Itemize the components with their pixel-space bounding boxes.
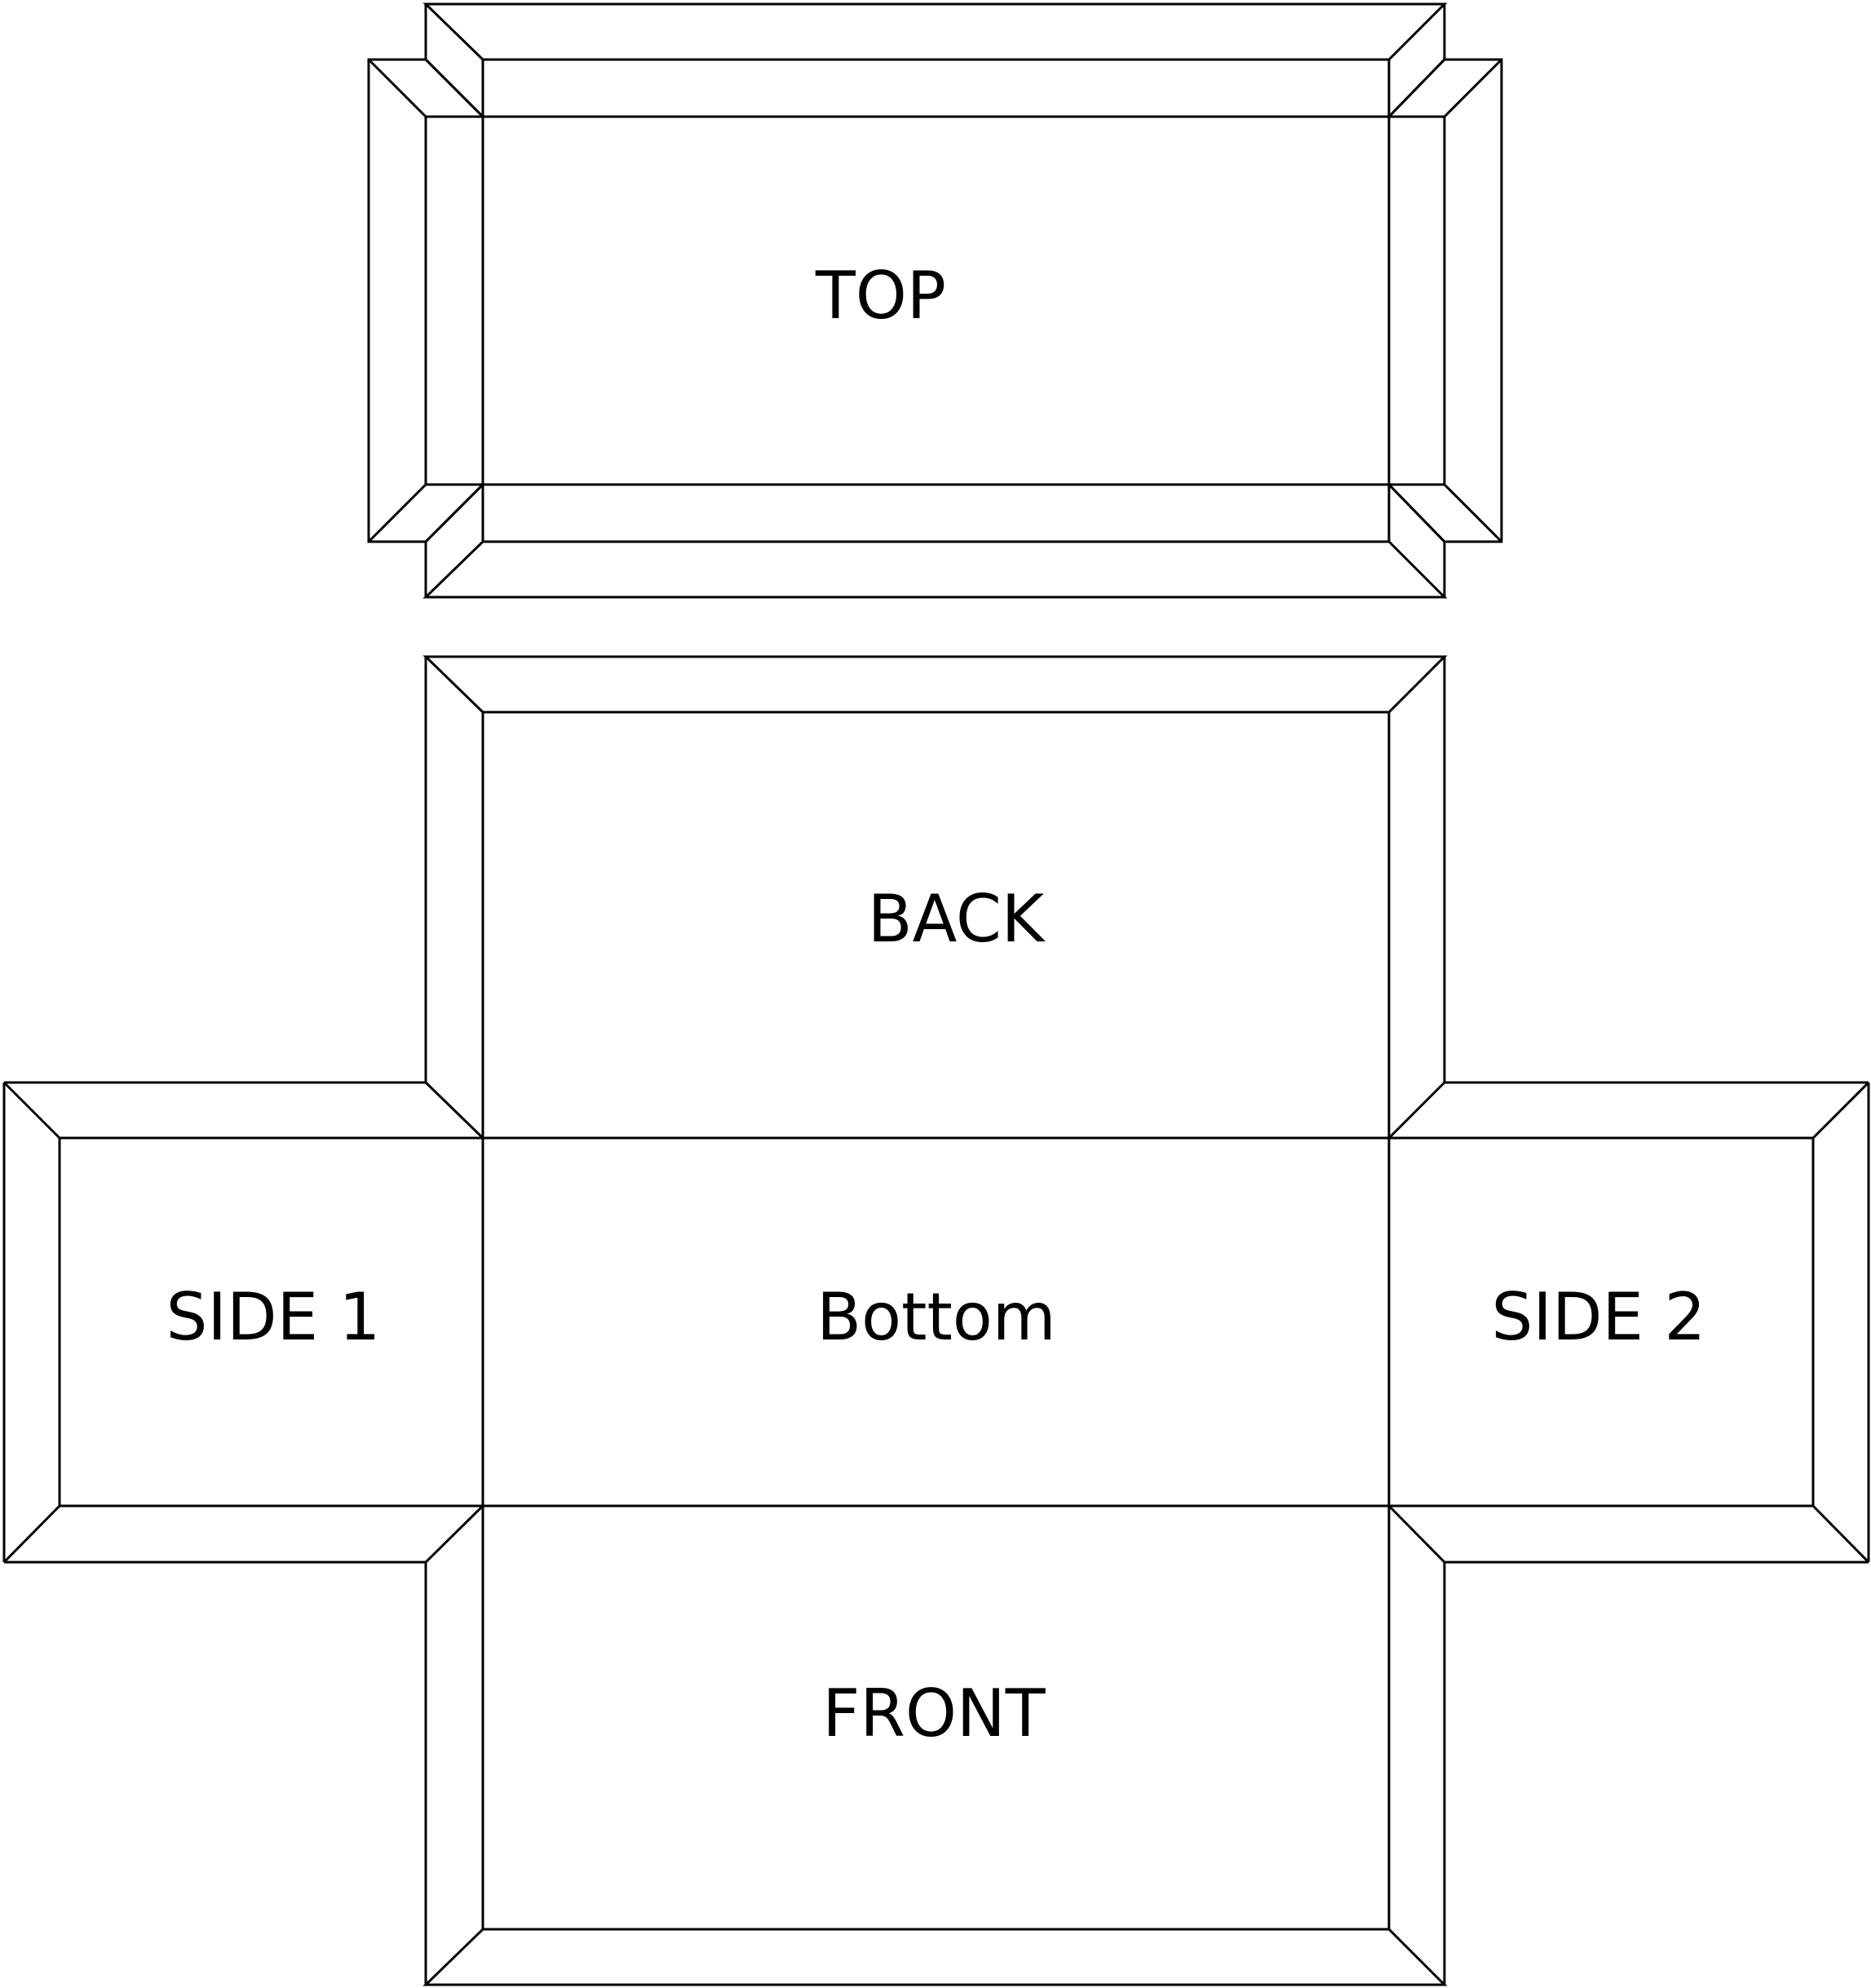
top-flap-lower-strip [481, 483, 1391, 543]
bottom-label: Bottom [816, 1279, 1055, 1355]
front-flap [422, 1928, 1448, 1986]
back-label: BACK [868, 881, 1046, 957]
side2-panel [1387, 1136, 1815, 1508]
top-flap-upper-strip [481, 58, 1391, 118]
top-lid: TOP [367, 2, 1503, 599]
back-flap [422, 655, 1448, 714]
front-label: FRONT [822, 1676, 1046, 1751]
box-body: BACK SIDE 1 Bottom SIDE 2 FRONT [2, 655, 1870, 1986]
side1-label: SIDE 1 [166, 1279, 381, 1355]
top-flap-lower [422, 540, 1448, 599]
side2-label: SIDE 2 [1492, 1279, 1706, 1355]
top-label: TOP [815, 258, 946, 334]
top-flap-upper [422, 2, 1448, 61]
